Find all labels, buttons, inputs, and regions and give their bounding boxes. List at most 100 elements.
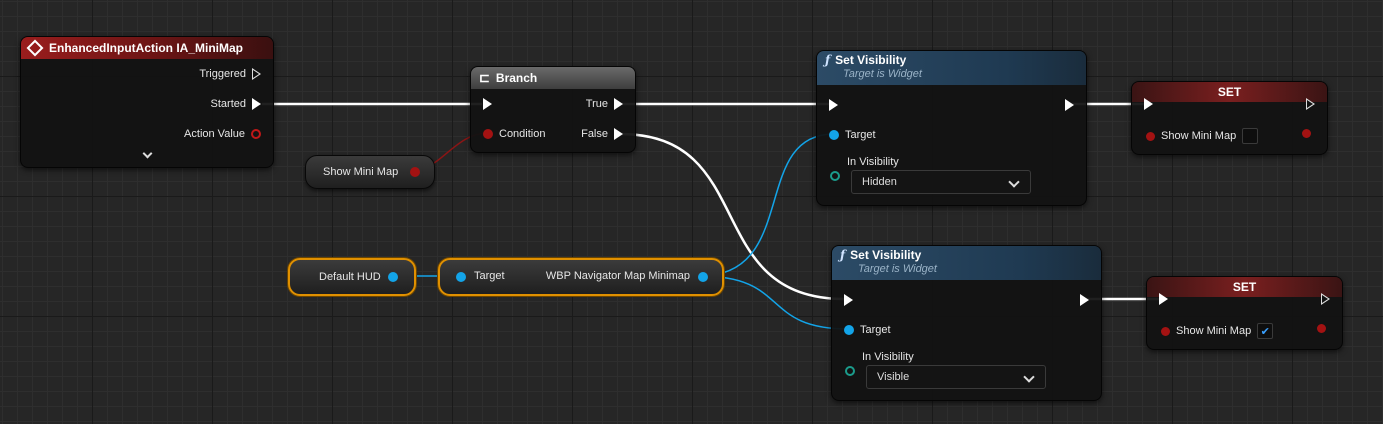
setvis2-in-visibility-label: In Visibility xyxy=(862,351,914,363)
set-node-2-header: SET xyxy=(1147,277,1342,297)
set1-checkbox[interactable] xyxy=(1242,128,1259,144)
exec-out-icon xyxy=(1321,293,1330,305)
pin-started[interactable]: Started xyxy=(211,98,261,110)
bool-pin-icon xyxy=(251,129,261,139)
bool-pin-icon xyxy=(483,129,493,139)
setvis1-in-visibility-label: In Visibility xyxy=(847,156,899,168)
exec-wire-false-to-setvis2 xyxy=(619,132,846,301)
pin-action-value[interactable]: Action Value xyxy=(184,128,261,140)
set2-exec-out[interactable] xyxy=(1321,293,1330,305)
branch-true-label: True xyxy=(585,98,608,110)
set-visibility-2-header: ƒ Set Visibility Target is Widget xyxy=(832,246,1101,280)
get-show-mini-map-label: Show Mini Map xyxy=(323,166,399,178)
set-visibility-2-title: Set Visibility xyxy=(850,248,922,262)
get-default-hud-node[interactable]: Default HUD xyxy=(288,258,416,296)
setvis2-target-pin[interactable]: Target xyxy=(844,324,891,336)
pin-started-label: Started xyxy=(210,98,246,110)
set-visibility-node-2[interactable]: ƒ Set Visibility Target is Widget Target … xyxy=(831,245,1102,401)
get-default-hud-label: Default HUD xyxy=(319,271,381,283)
setvis1-target-pin[interactable]: Target xyxy=(829,129,876,141)
setvis1-visibility-value: Hidden xyxy=(862,176,897,188)
set-node-1-title: SET xyxy=(1217,85,1242,99)
bool-pin-icon xyxy=(1161,326,1170,336)
set2-exec-in[interactable] xyxy=(1159,293,1168,305)
exec-in-icon xyxy=(844,294,853,306)
bool-pin-icon xyxy=(1146,131,1155,141)
event-node-ia-minimap[interactable]: EnhancedInputAction IA_MiniMap Triggered… xyxy=(20,36,274,168)
set-visibility-2-subtitle: Target is Widget xyxy=(858,263,937,275)
exec-in-icon xyxy=(829,99,838,111)
set2-var-row[interactable]: Show Mini Map ✔ xyxy=(1161,323,1274,339)
set1-exec-in[interactable] xyxy=(1144,98,1153,110)
object-pin-icon[interactable] xyxy=(388,272,398,282)
branch-exec-in[interactable] xyxy=(483,98,492,110)
exec-out-icon xyxy=(614,98,623,110)
exec-out-icon xyxy=(1080,294,1089,306)
event-diamond-icon xyxy=(26,39,44,57)
setvis1-visibility-dropdown[interactable]: Hidden xyxy=(851,170,1031,194)
exec-out-icon xyxy=(252,68,261,80)
enum-pin-icon[interactable] xyxy=(830,171,840,181)
set1-exec-out[interactable] xyxy=(1306,98,1315,110)
setvis2-visibility-value: Visible xyxy=(877,371,910,383)
pin-triggered[interactable]: Triggered xyxy=(199,68,261,80)
bool-pin-icon[interactable] xyxy=(1317,324,1326,333)
get-show-mini-map-node[interactable]: Show Mini Map xyxy=(305,155,435,189)
setvis1-target-label: Target xyxy=(845,129,876,141)
event-node-title: EnhancedInputAction IA_MiniMap xyxy=(49,41,243,55)
object-pin-icon xyxy=(844,325,854,335)
setvis1-exec-in[interactable] xyxy=(829,99,838,111)
object-wire-minimap-to-target2 xyxy=(699,275,850,330)
object-pin-icon[interactable] xyxy=(456,272,466,282)
exec-in-icon xyxy=(483,98,492,110)
wbp-output-label: WBP Navigator Map Minimap xyxy=(545,270,690,282)
branch-pin-false[interactable]: False xyxy=(581,128,623,140)
pin-action-value-label: Action Value xyxy=(184,128,245,140)
object-wire-minimap-to-target1 xyxy=(699,133,835,277)
setvis2-exec-in[interactable] xyxy=(844,294,853,306)
setvis1-exec-out[interactable] xyxy=(1065,99,1074,111)
function-icon: ƒ xyxy=(825,53,831,67)
object-pin-icon[interactable] xyxy=(698,272,708,282)
pin-triggered-label: Triggered xyxy=(199,68,246,80)
checkmark-icon: ✔ xyxy=(1260,325,1270,338)
set-node-2[interactable]: SET Show Mini Map ✔ xyxy=(1146,276,1343,350)
setvis2-target-label: Target xyxy=(860,324,891,336)
set2-var-label: Show Mini Map xyxy=(1176,325,1252,337)
bool-pin-icon[interactable] xyxy=(1302,129,1311,138)
chevron-down-icon[interactable] xyxy=(142,148,153,159)
branch-node[interactable]: ⊏ Branch True Condition False xyxy=(470,66,636,153)
function-icon: ƒ xyxy=(840,248,846,262)
branch-false-label: False xyxy=(581,128,608,140)
wbp-target-label: Target xyxy=(474,270,505,282)
set-visibility-1-title: Set Visibility xyxy=(835,53,907,67)
enum-pin-icon[interactable] xyxy=(845,366,855,376)
branch-pin-condition[interactable]: Condition xyxy=(483,128,545,140)
set1-var-label: Show Mini Map xyxy=(1161,130,1237,142)
set2-checkbox[interactable]: ✔ xyxy=(1257,323,1274,339)
exec-out-icon xyxy=(252,98,261,110)
branch-pin-true[interactable]: True xyxy=(586,98,623,110)
set-node-1[interactable]: SET Show Mini Map xyxy=(1131,81,1328,155)
chevron-down-icon xyxy=(1023,371,1035,383)
object-pin-icon xyxy=(829,130,839,140)
branch-node-header: ⊏ Branch xyxy=(471,67,635,89)
exec-out-icon xyxy=(1306,98,1315,110)
branch-node-title: Branch xyxy=(495,71,538,85)
branch-icon: ⊏ xyxy=(479,70,490,85)
exec-out-icon xyxy=(1065,99,1074,111)
get-wbp-minimap-node[interactable]: Target WBP Navigator Map Minimap xyxy=(438,258,724,296)
chevron-down-icon xyxy=(1008,176,1020,188)
set-node-1-header: SET xyxy=(1132,82,1327,102)
event-node-header: EnhancedInputAction IA_MiniMap xyxy=(21,37,273,59)
exec-in-icon xyxy=(1159,293,1168,305)
exec-out-icon xyxy=(614,128,623,140)
setvis2-exec-out[interactable] xyxy=(1080,294,1089,306)
bool-pin-icon[interactable] xyxy=(410,167,420,177)
exec-in-icon xyxy=(1144,98,1153,110)
setvis2-visibility-dropdown[interactable]: Visible xyxy=(866,365,1046,389)
branch-condition-label: Condition xyxy=(499,128,546,140)
set1-var-row[interactable]: Show Mini Map xyxy=(1146,128,1259,144)
